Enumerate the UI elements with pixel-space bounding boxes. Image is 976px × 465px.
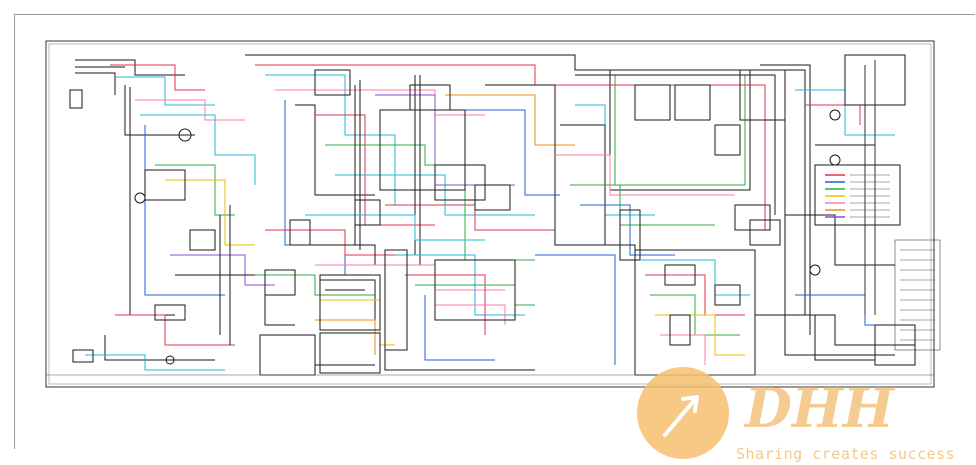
central-harness [245,54,615,296]
watermark-tagline: Sharing creates success [736,445,956,463]
drawing-frame-inner [48,43,932,385]
watermark-logo-text: DHH [743,376,896,440]
cursor-arrow-icon [663,395,699,437]
left-harness [69,59,295,371]
drawing-frame [45,40,935,388]
watermark-logo: DHH [637,367,896,459]
right-harness [555,54,915,356]
legend-box [814,164,901,226]
wiring-diagram [45,40,941,388]
lower-center-harness [259,249,535,376]
schematic-sheet: DHH Sharing creates success [14,14,975,463]
reference-table [894,239,941,351]
